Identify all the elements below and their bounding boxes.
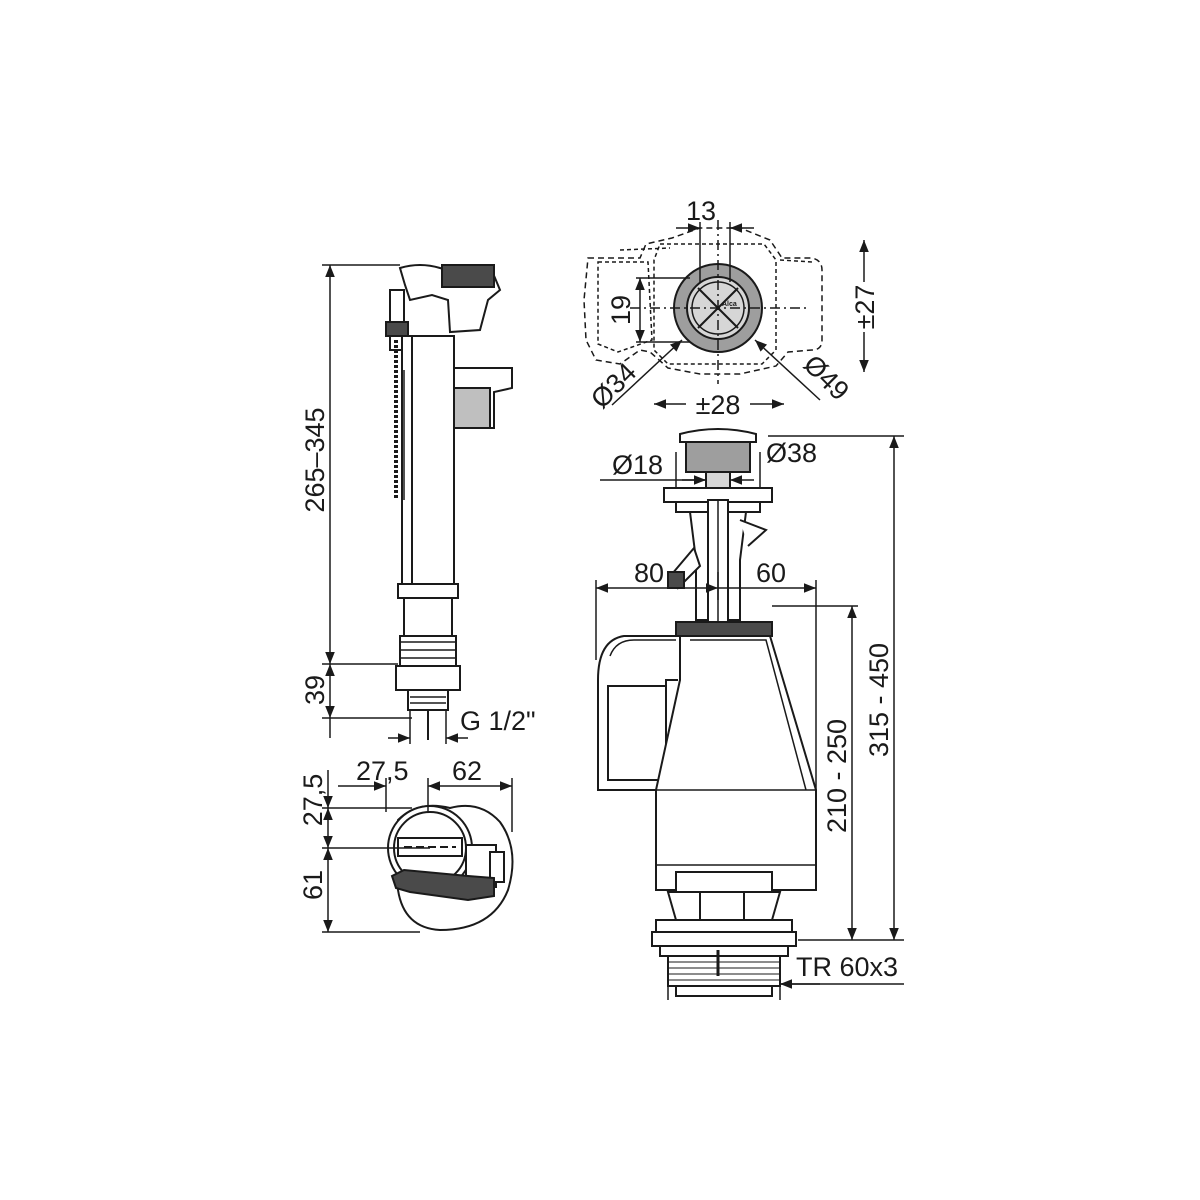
- fill-valve-depth-b-label: 61: [298, 870, 328, 900]
- fill-valve-height-label: 265–345: [300, 407, 330, 512]
- flush-valve-button-diameter-label: Ø38: [766, 438, 817, 468]
- fill-valve-top-view: [387, 804, 514, 932]
- fill-valve-depth-a-label: 27,5: [298, 774, 328, 827]
- button-height-label: 19: [606, 295, 636, 325]
- flush-valve-stem-diameter-label: Ø18: [612, 450, 663, 480]
- button-top-view: [583, 220, 823, 384]
- fill-valve-width-label: 62: [452, 756, 482, 786]
- button-width-label: 13: [686, 196, 716, 226]
- flush-valve-right-offset-label: 60: [756, 558, 786, 588]
- fill-valve-top-dimensions: [322, 770, 513, 933]
- flush-valve-side-view: [597, 428, 817, 997]
- fill-valve-thread-label: G 1/2": [460, 706, 536, 736]
- fill-valve-offset-label: 27,5: [356, 756, 409, 786]
- fill-valve-side-view: [385, 264, 513, 740]
- button-horizontal-adjust-label: ±28: [696, 390, 741, 420]
- flush-valve-thread-label: TR 60x3: [796, 952, 898, 982]
- flush-valve-dimensions: [595, 435, 904, 1000]
- flush-valve-body-height-label: 210 - 250: [822, 719, 852, 833]
- button-inner-diameter-label: Ø34: [585, 357, 642, 414]
- button-top-dimensions: [611, 222, 869, 409]
- flush-valve-left-offset-label: 80: [634, 558, 664, 588]
- button-brand-label: Alca: [722, 301, 737, 308]
- fill-valve-dimensions: [322, 264, 468, 744]
- button-vertical-adjust-label: ±27: [850, 285, 880, 330]
- button-outer-diameter-label: Ø49: [798, 349, 855, 406]
- fill-valve-lower-height-label: 39: [300, 675, 330, 705]
- flush-valve-total-height-label: 315 - 450: [864, 643, 894, 757]
